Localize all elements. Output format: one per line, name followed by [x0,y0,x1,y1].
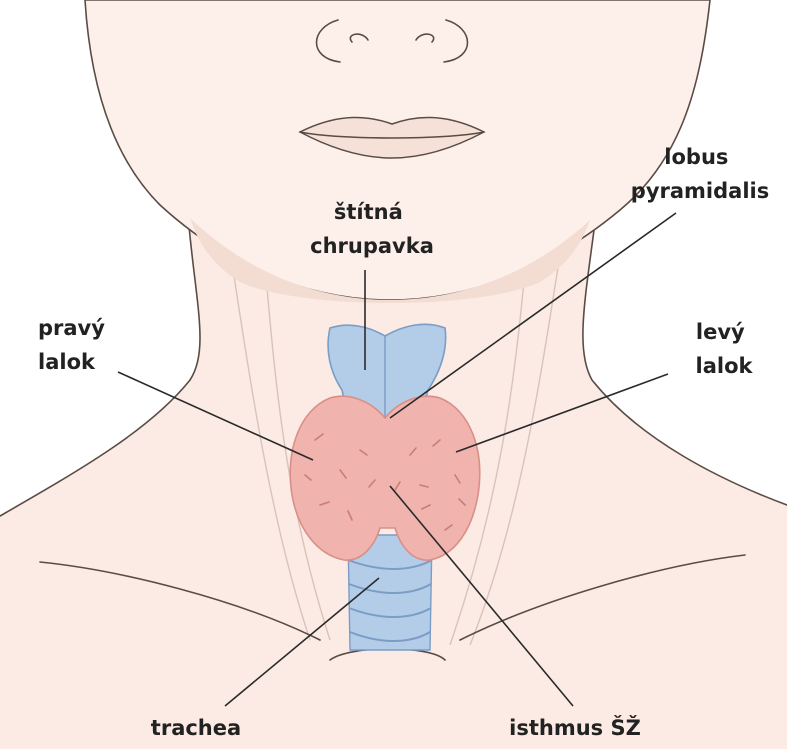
label-isthmus: isthmus ŠŽ [509,715,641,740]
label-pyramidal-lobe-line1: lobus [664,145,728,169]
label-pyramidal-lobe-line2: pyramidalis [631,179,769,203]
label-right-lobe: pravý lalok [38,316,112,374]
label-thyroid-cartilage-line2: chrupavka [310,234,434,258]
label-right-lobe-line1: pravý [38,316,105,340]
label-right-lobe-line2: lalok [38,350,96,374]
label-trachea: trachea [151,716,241,740]
label-left-lobe: levý lalok [696,320,754,378]
label-left-lobe-line1: levý [696,320,745,344]
label-left-lobe-line2: lalok [696,354,754,378]
label-thyroid-cartilage-line1: štítná [334,200,403,224]
